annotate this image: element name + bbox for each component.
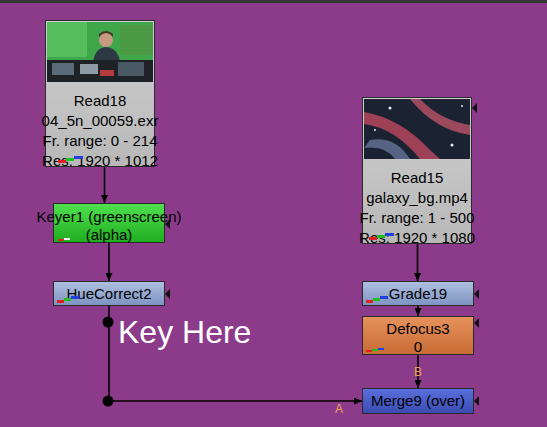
dot-node — [103, 317, 114, 328]
node-title: Keyer1 (greenscreen) — [36, 208, 181, 226]
color-node: Grade19 — [362, 281, 474, 306]
dot-node — [103, 396, 114, 407]
node-info: Res: 1920 * 1080 — [359, 228, 475, 248]
node-info: Fr. range: 0 - 214 — [42, 131, 157, 151]
pipe-connector — [109, 306, 362, 401]
pipe-connector — [104, 167, 106, 203]
mask-input — [474, 318, 479, 328]
keyer-node: Keyer1 (greenscreen)(alpha) — [53, 203, 165, 243]
read-node: Read15galaxy_bg.mp4Fr. range: 1 - 500Res… — [362, 97, 472, 244]
top-bar — [0, 0, 547, 3]
annotation: Key Here — [118, 316, 251, 348]
node-info: galaxy_bg.mp4 — [366, 188, 468, 208]
input-label: A — [335, 403, 343, 415]
node-info: Fr. range: 1 - 500 — [359, 208, 474, 228]
node-title: Grade19 — [389, 282, 447, 305]
mask-input — [472, 103, 477, 113]
node-info: Res: 1920 * 1012 — [42, 151, 158, 171]
node-info: (alpha) — [86, 226, 133, 244]
node-title: Read18 — [74, 91, 127, 111]
mask-input — [165, 289, 170, 299]
read-node: Read1804_5n_00059.exrFr. range: 0 - 214R… — [45, 20, 155, 167]
pipe-connector — [417, 244, 419, 281]
node-title: Read15 — [391, 168, 444, 188]
pipe-connector — [417, 306, 419, 316]
node-title: Defocus3 — [386, 320, 449, 338]
node-info: 04_5n_00059.exr — [42, 111, 159, 131]
node-title: Merge9 (over) — [371, 389, 465, 413]
merge-node: Merge9 (over) — [362, 388, 474, 414]
color-node: HueCorrect2 — [53, 281, 165, 306]
node-title: HueCorrect2 — [66, 282, 151, 305]
channel-swatches — [57, 156, 394, 352]
input-label: B — [414, 366, 422, 378]
mask-input — [474, 289, 479, 299]
pipe-connector — [108, 243, 110, 281]
node-info: 0 — [414, 338, 422, 356]
filter-node: Defocus30 — [362, 316, 474, 355]
mask-input — [474, 396, 479, 406]
